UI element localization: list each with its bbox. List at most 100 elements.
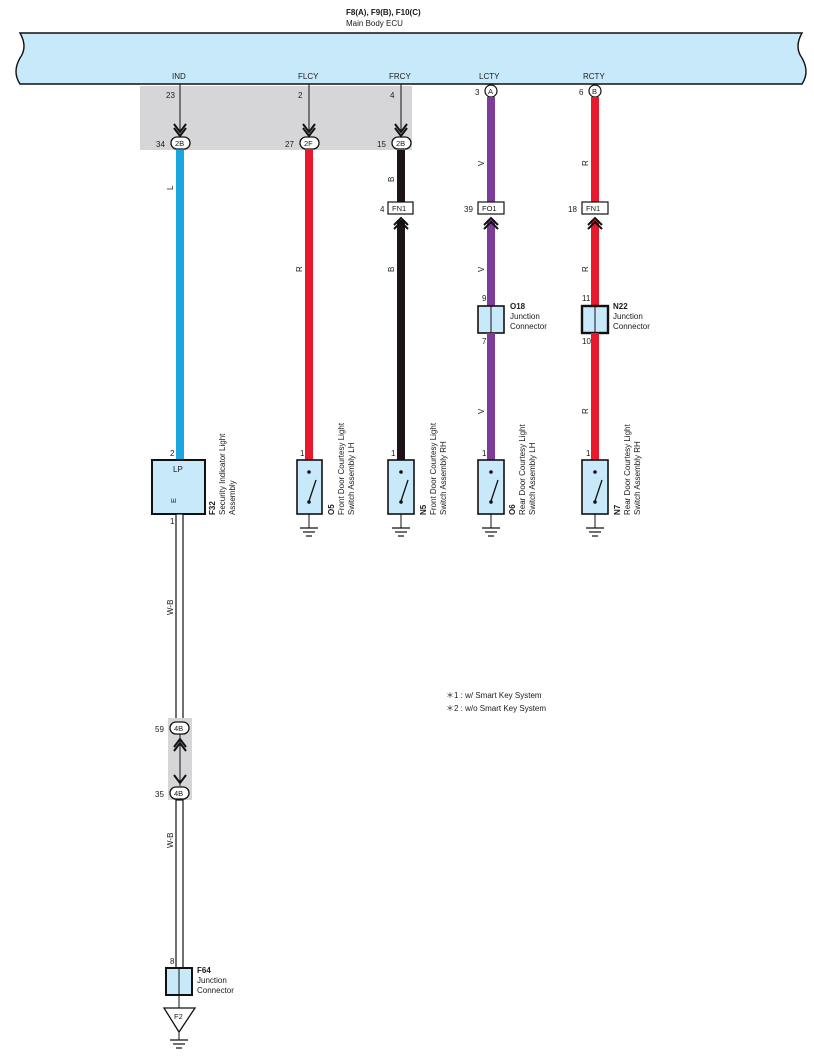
wire-label-lcty-3: V — [477, 408, 486, 414]
n7-id: N7 — [613, 504, 622, 515]
inline-pin-39: 39 — [464, 205, 473, 214]
o5-desc-1: Front Door Courtesy Light — [337, 422, 346, 515]
wire-label-lcty-1: V — [477, 160, 486, 166]
f64-pin: 8 — [170, 957, 175, 966]
n7-desc-1: Rear Door Courtesy Light — [623, 424, 632, 515]
indicator-e: E — [169, 498, 178, 503]
ground-f2-label: F2 — [174, 1012, 183, 1021]
inline-connector-fn1-rcty-label: FN1 — [586, 204, 600, 213]
wire-label-lcty-2: V — [477, 266, 486, 272]
n5-id: N5 — [419, 504, 428, 515]
inline-pin-18: 18 — [568, 205, 577, 214]
o18-pin-in: 9 — [482, 294, 487, 303]
o6-desc-1: Rear Door Courtesy Light — [518, 424, 527, 515]
chevron-lcty-up — [483, 216, 499, 230]
ecu-body — [15, 32, 807, 85]
indicator-lp: LP — [173, 465, 183, 474]
switch-o5 — [296, 459, 323, 515]
o6-id: O6 — [508, 504, 517, 515]
ecu-conn-b-label: B — [592, 87, 597, 96]
inline-connector-fn1-rcty — [581, 201, 609, 215]
inline-pin-4: 4 — [380, 205, 385, 214]
jpin-27: 27 — [285, 140, 294, 149]
ecu-pin-3: 3 — [475, 88, 480, 97]
ecu-connectors: F8(A), F9(B), F10(C) — [346, 8, 421, 17]
chevron-lj-up — [173, 737, 187, 752]
n5-pin: 1 — [391, 449, 396, 458]
n7-pin: 1 — [586, 449, 591, 458]
o6-blade — [490, 479, 499, 502]
chevron-flcy — [302, 123, 316, 138]
jconn-2b-frcy-label: 2B — [396, 139, 405, 148]
n22-pin-out: 10 — [582, 337, 591, 346]
ecu-conn-a-label: A — [488, 87, 493, 96]
ecu-pin-4: 4 — [390, 91, 395, 100]
jpin-34: 34 — [156, 140, 165, 149]
jconn-2f-flcy-label: 2F — [304, 139, 313, 148]
n5-contact-bottom — [399, 500, 403, 504]
o5-desc-2: Switch Assembly LH — [347, 442, 356, 515]
f64-id: F64 — [197, 966, 211, 975]
o18-desc-1: Junction — [510, 312, 540, 321]
n7-blade — [594, 479, 603, 502]
n22-pin-in: 11 — [582, 294, 591, 303]
o5-contact-top — [307, 470, 311, 474]
n7-contact-top — [593, 470, 597, 474]
o6-contact-bottom — [489, 500, 493, 504]
ljpin-35: 35 — [155, 790, 164, 799]
f32-desc-1: Security Indicator Light — [218, 433, 227, 515]
f64-desc-1: Junction — [197, 976, 227, 985]
f32-id: F32 — [208, 501, 217, 515]
wire-gnd2 — [175, 799, 184, 969]
wire-label-frcy-2: B — [387, 267, 396, 272]
n5-desc-1: Front Door Courtesy Light — [429, 422, 438, 515]
note-2: ＊2 : w/o Smart Key System — [446, 704, 546, 713]
jconn-2b-frcy — [391, 136, 412, 150]
jconn-2b-ind — [170, 136, 191, 150]
wire-label-ind: L — [166, 185, 175, 190]
ljconn-top-label: 4B — [174, 724, 183, 733]
switch-o6 — [477, 459, 505, 515]
o6-contact-top — [489, 470, 493, 474]
chevron-ind — [173, 123, 187, 138]
chevron-rcty-up — [587, 216, 603, 230]
inline-connector-fo1 — [477, 201, 505, 215]
switch-n5 — [387, 459, 415, 515]
terminal-lcty: LCTY — [479, 72, 500, 81]
o6-desc-2: Switch Assembly LH — [528, 442, 537, 515]
f64-desc-2: Connector — [197, 986, 234, 995]
wire-label-rcty-3: R — [581, 408, 590, 414]
ecu-pin-2: 2 — [298, 91, 303, 100]
chevron-frcy-up — [393, 216, 409, 230]
terminal-frcy: FRCY — [389, 72, 411, 81]
f32-pin-top: 2 — [170, 449, 175, 458]
jpin-15: 15 — [377, 140, 386, 149]
f32-pin-bottom: 1 — [170, 517, 175, 526]
o5-id: O5 — [327, 504, 336, 515]
o5-contact-bottom — [307, 500, 311, 504]
ljconn-bottom — [169, 786, 190, 800]
wire-label-frcy-1: B — [387, 177, 396, 182]
chevron-frcy — [394, 123, 408, 138]
n5-desc-2: Switch Assembly RH — [439, 441, 448, 515]
wire-label-gnd1: W-B — [166, 600, 175, 615]
n22-id: N22 — [613, 302, 628, 311]
o18-id: O18 — [510, 302, 526, 311]
n22-desc-1: Junction — [613, 312, 643, 321]
ljpin-59: 59 — [155, 725, 164, 734]
f32-desc-2: Assembly — [228, 480, 237, 515]
n22-desc-2: Connector — [613, 322, 650, 331]
jconn-2f-flcy — [299, 136, 320, 150]
n7-desc-2: Switch Assembly RH — [633, 441, 642, 515]
inline-connector-fn1-frcy-label: FN1 — [392, 204, 406, 213]
ljconn-bottom-label: 4B — [174, 789, 183, 798]
wire-label-rcty-2: R — [581, 266, 590, 272]
o5-blade — [308, 479, 317, 502]
inline-connector-fo1-label: FO1 — [482, 204, 497, 213]
inline-connector-fn1-frcy — [387, 201, 414, 215]
n5-contact-top — [399, 470, 403, 474]
ecu-pin-23: 23 — [166, 91, 175, 100]
chevron-lj-down — [173, 774, 187, 785]
note-1: ＊1 : w/ Smart Key System — [446, 691, 542, 700]
